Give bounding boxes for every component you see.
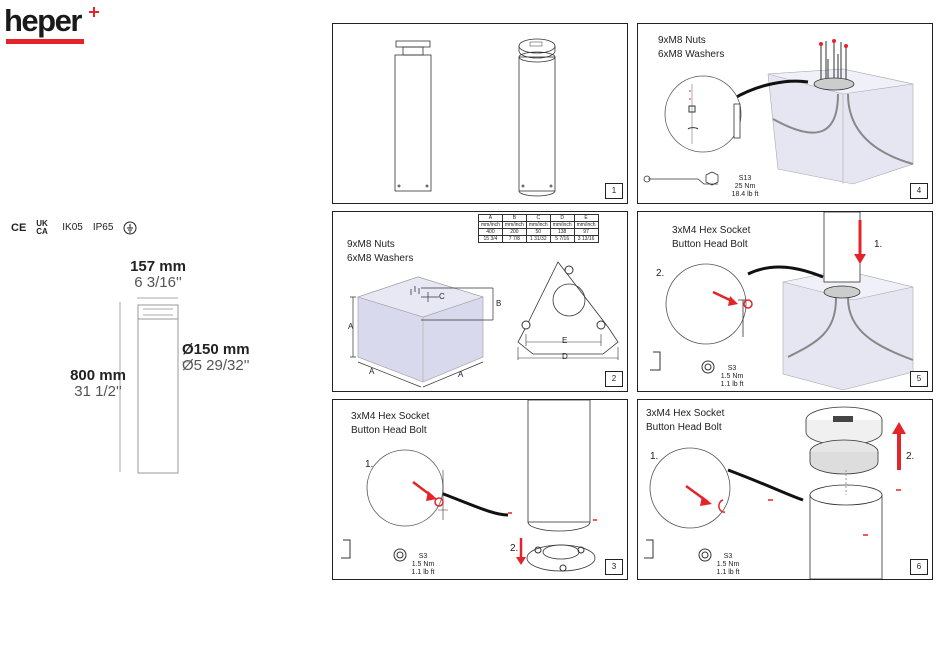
certification-row: CE UK CA IK05 IP65 [11, 220, 137, 236]
width-dimension: 157 mm 6 3/16'' [118, 259, 198, 291]
diameter-mm: Ø150 mm [182, 341, 250, 358]
bolt-label: 3xM4 Hex Socket [672, 225, 751, 236]
tool-size: S3 [727, 365, 737, 372]
step-number: 3 [605, 559, 623, 575]
step-number: 2 [605, 371, 623, 387]
step-1-label: 1. [365, 459, 374, 470]
washers-label: 6xM8 Washers [658, 49, 725, 60]
height-dimension: 800 mm 31 1/2'' [62, 368, 134, 400]
nuts-label: 9xM8 Nuts [347, 239, 395, 250]
torque-spec: S3 1.5 Nm 1.1 lb ft [708, 365, 756, 389]
dim-letter-c: C [439, 292, 445, 301]
step-2-label: 2. [906, 451, 915, 462]
torque-nm: 1.5 Nm [411, 561, 435, 568]
step-panel-6: 3xM4 Hex Socket Button Head Bolt 1. 2. S… [637, 399, 933, 580]
ik-rating: IK05 [62, 222, 83, 233]
foundation-drawing [350, 261, 619, 388]
torque-lbft: 18.4 lb ft [731, 191, 759, 198]
product-drawing [119, 297, 192, 474]
nuts-label: 9xM8 Nuts [658, 35, 706, 46]
brand-name: heper [4, 3, 82, 38]
step-number: 6 [910, 559, 928, 575]
dim-letter-b: B [496, 299, 502, 308]
dim-letter-a: A [458, 370, 464, 379]
plus-icon [89, 7, 99, 17]
dim-letter-a: A [369, 367, 375, 376]
torque-lbft: 1.1 lb ft [720, 381, 744, 388]
step-2-label: 2. [656, 268, 665, 279]
bolt-label: 3xM4 Hex Socket [646, 408, 725, 419]
tool-size: S3 [723, 553, 733, 560]
torque-spec: S3 1.5 Nm 1.1 lb ft [399, 553, 447, 577]
ukca-mark: UK CA [36, 219, 48, 236]
bolt-label-2: Button Head Bolt [351, 425, 427, 436]
step-number: 1 [605, 183, 623, 199]
ip-rating: IP65 [92, 222, 114, 233]
brand-underline [6, 39, 84, 44]
step-1-label: 1. [874, 239, 883, 250]
torque-nm: 1.5 Nm [720, 373, 744, 380]
dim-letter-e: E [562, 336, 568, 345]
ground-icon [123, 221, 137, 235]
height-mm: 800 mm [70, 367, 126, 384]
torque-lbft: 1.1 lb ft [716, 569, 740, 576]
torque-nm: 25 Nm [734, 183, 756, 190]
height-inch: 31 1/2'' [74, 383, 122, 400]
step-panel-4: 9xM8 Nuts 6xM8 Washers S13 25 Nm 18.4 lb… [637, 23, 933, 204]
diameter-dimension: Ø150 mm Ø5 29/32'' [182, 342, 262, 374]
product-views-drawing [394, 38, 556, 197]
ce-mark: CE [11, 222, 27, 234]
step-panel-3: 3xM4 Hex Socket Button Head Bolt 1. 2. S… [332, 399, 628, 580]
torque-spec: S13 25 Nm 18.4 lb ft [720, 175, 770, 199]
mounting-nuts-drawing [643, 39, 914, 186]
bolt-label: 3xM4 Hex Socket [351, 411, 430, 422]
torque-spec: S3 1.5 Nm 1.1 lb ft [704, 553, 752, 577]
step-panel-5: 3xM4 Hex Socket Button Head Bolt 1. 2. S… [637, 211, 933, 392]
step-1-label: 1. [650, 451, 659, 462]
dim-letter-a: A [348, 322, 354, 331]
step-panel-1: 1 [332, 23, 628, 204]
torque-nm: 1.5 Nm [716, 561, 740, 568]
torque-lbft: 1.1 lb ft [411, 569, 435, 576]
width-inch: 6 3/16'' [134, 274, 182, 291]
diameter-inch: Ø5 29/32'' [182, 357, 250, 374]
base-plate-drawing [341, 400, 597, 572]
bolt-label-2: Button Head Bolt [672, 239, 748, 250]
tool-size: S13 [738, 175, 752, 182]
dim-letter-d: D [562, 352, 568, 361]
width-mm: 157 mm [130, 258, 186, 275]
step-2-label: 2. [510, 543, 519, 554]
lid-installation-drawing [644, 406, 906, 579]
step-number: 5 [910, 371, 928, 387]
brand-logo: heper [4, 3, 99, 44]
washers-label: 6xM8 Washers [347, 253, 414, 264]
step-number: 4 [910, 183, 928, 199]
bolt-label-2: Button Head Bolt [646, 422, 722, 433]
tool-size: S3 [418, 553, 428, 560]
